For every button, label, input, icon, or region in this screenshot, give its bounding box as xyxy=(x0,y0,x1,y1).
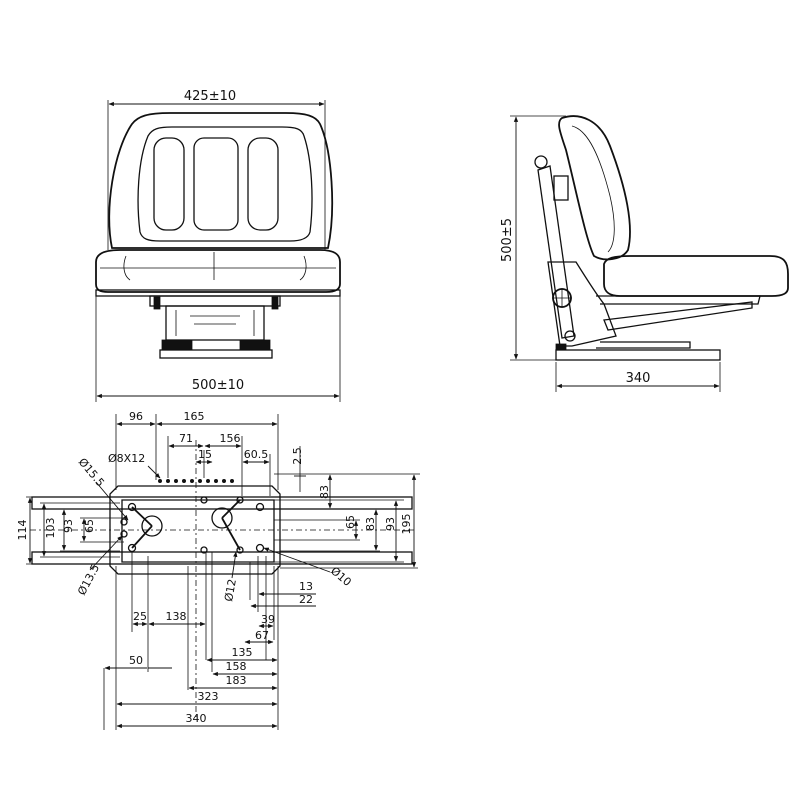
backrest-outline xyxy=(108,112,334,249)
dim-114: 114 xyxy=(16,520,29,541)
dim-93-left: 93 xyxy=(62,519,75,533)
dim-50: 50 xyxy=(129,654,143,667)
dim-65-right: 65 xyxy=(344,515,357,529)
side-strut-bottom-pin xyxy=(564,330,576,342)
dim-138: 138 xyxy=(166,610,187,623)
dim-60-5: 60.5 xyxy=(244,448,269,461)
slot-label: Ø8X12 xyxy=(108,452,145,465)
plan-hub-left xyxy=(141,515,163,537)
suspension-body xyxy=(165,305,265,341)
backrest-inner-panel xyxy=(137,126,313,242)
side-backrest xyxy=(558,115,631,261)
dim-71: 71 xyxy=(179,432,193,445)
dim-103: 103 xyxy=(44,518,57,539)
mount-bolt-right xyxy=(271,296,279,310)
side-recline-rack xyxy=(553,175,569,201)
dim-side-depth: 340 xyxy=(626,371,651,386)
hole-15-5-leader xyxy=(95,481,129,521)
seat-cushion-left-bulge xyxy=(123,255,131,281)
slide-rail-left xyxy=(161,339,193,351)
dim-13: 13 xyxy=(299,580,313,593)
hole-13-5-leader xyxy=(89,535,123,571)
hole-15-5: Ø15.5 xyxy=(76,456,107,490)
dim-183: 183 xyxy=(226,674,247,687)
dim-156: 156 xyxy=(220,432,241,445)
plan-hub-right xyxy=(211,507,233,529)
dim-135: 135 xyxy=(232,646,253,659)
backrest-channel-right xyxy=(247,137,279,231)
dim-front-bottom: 500±10 xyxy=(192,378,244,393)
side-slide-lever xyxy=(596,341,691,349)
side-seat-pan xyxy=(596,295,761,305)
seat-cushion xyxy=(95,249,341,293)
dim-15: 15 xyxy=(198,448,212,461)
side-strut-top-pin xyxy=(534,155,548,169)
dim-96: 96 xyxy=(129,410,143,423)
plan-link-4 xyxy=(221,517,241,551)
side-seat-cushion xyxy=(603,255,789,297)
plan-link-2 xyxy=(131,525,153,549)
plan-adjustment-slots xyxy=(157,478,234,483)
dim-22: 22 xyxy=(299,593,313,606)
backrest-channel-center xyxy=(193,137,239,231)
plan-small-ext-lines xyxy=(249,556,275,660)
dim-2-5: 2.5 xyxy=(291,447,304,465)
dim-83-mid: 83 xyxy=(364,517,377,531)
dim-25: 25 xyxy=(133,610,147,623)
seat-cushion-right-bulge xyxy=(299,255,307,281)
hole-12-leader xyxy=(231,551,238,579)
plan-right-ext-lines xyxy=(274,473,420,569)
dim-front-top: 425±10 xyxy=(184,89,236,104)
mount-bolt-left xyxy=(153,296,161,310)
dim-340-plan: 340 xyxy=(186,712,207,725)
side-knob-detail xyxy=(552,288,572,308)
slide-rail-base xyxy=(159,349,273,359)
dim-side-height: 500±5 xyxy=(500,218,515,262)
side-view: 500±5 340 xyxy=(500,115,789,392)
side-rail-end xyxy=(555,343,567,351)
plan-mount-holes xyxy=(120,496,265,554)
seat-pan xyxy=(95,289,341,297)
dim-158: 158 xyxy=(226,660,247,673)
suspension-top-plate xyxy=(149,295,281,307)
plan-bottom-ext-lines xyxy=(103,552,279,730)
dim-195: 195 xyxy=(400,514,413,535)
side-backrest-inner xyxy=(571,125,615,253)
side-base-rail xyxy=(555,349,721,361)
dim-83-top: 83 xyxy=(318,485,331,499)
dim-93-right: 93 xyxy=(384,517,397,531)
side-gas-strut xyxy=(537,165,575,339)
dim-39: 39 xyxy=(261,613,275,626)
slot-leader xyxy=(147,465,161,479)
plan-view: 96 165 71 156 15 60.5 2.5 Ø8X12 Ø15.5 Ø1… xyxy=(16,410,420,730)
hole-13-5: Ø13.5 xyxy=(75,562,102,597)
plan-left-ext-lines xyxy=(26,496,124,565)
dim-65-left: 65 xyxy=(83,519,96,533)
slide-rail-right xyxy=(239,339,271,351)
side-linkage xyxy=(603,301,753,331)
dim-165: 165 xyxy=(184,410,205,423)
plan-link-3 xyxy=(221,499,241,519)
hole-12: Ø12 xyxy=(222,578,239,603)
side-hinge-bracket xyxy=(547,261,617,347)
front-view: 425±10 500±10 xyxy=(95,89,341,402)
dim-323: 323 xyxy=(198,690,219,703)
dim-67: 67 xyxy=(255,629,269,642)
plan-link-1 xyxy=(131,506,153,527)
suspension-detail xyxy=(175,310,255,336)
backrest-channel-left xyxy=(153,137,185,231)
